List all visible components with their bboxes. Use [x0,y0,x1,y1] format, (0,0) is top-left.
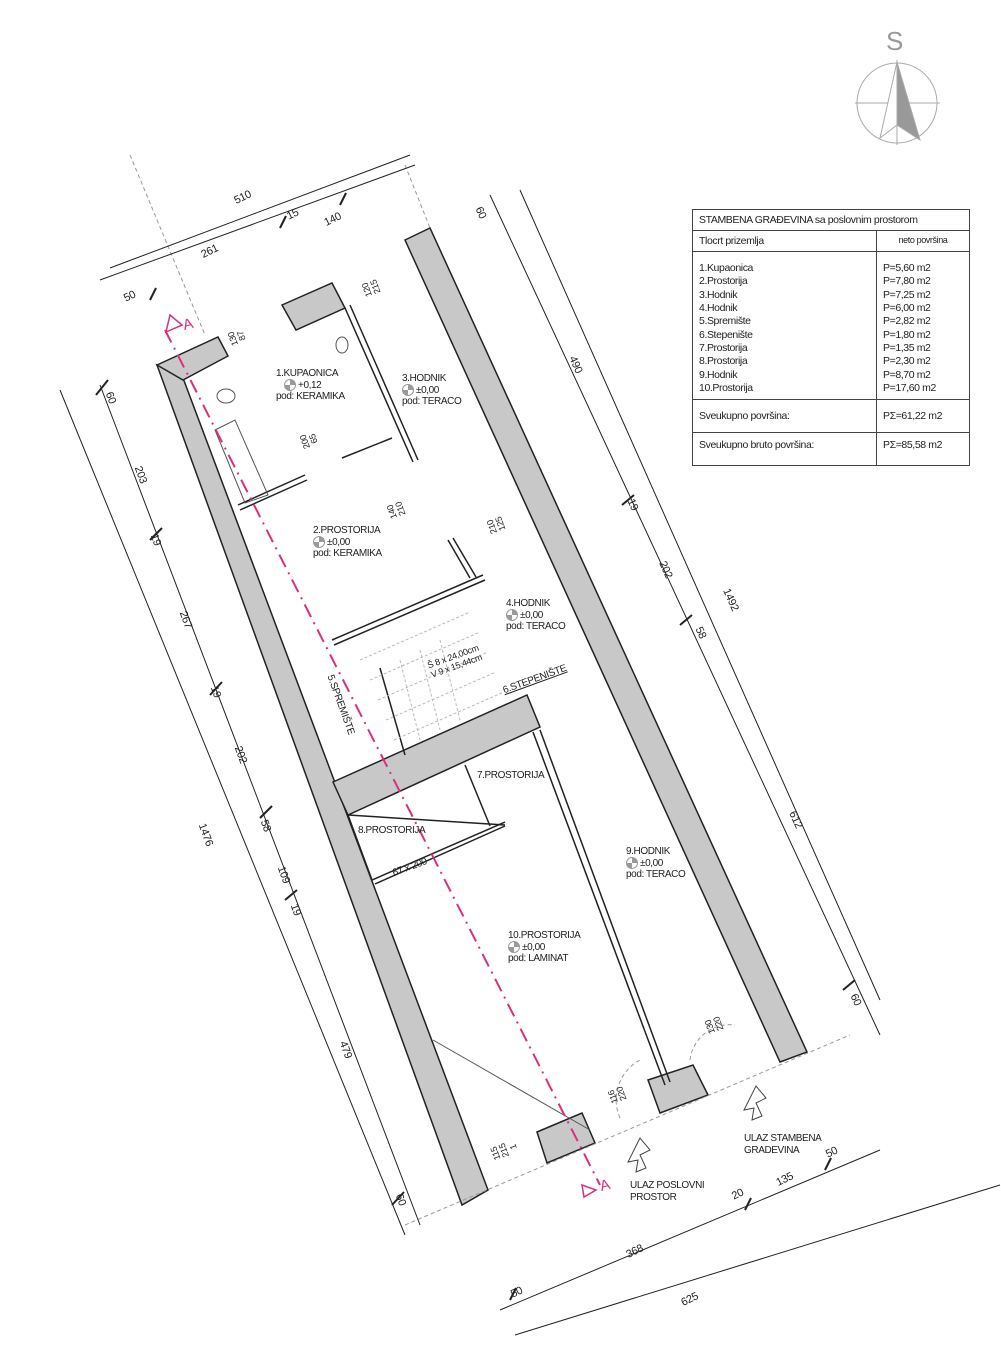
legend-room-area: P=5,60 m2 [883,262,931,274]
legend-room-name: 5.Spremište [699,315,751,328]
room-name: 1.KUPAONICA [276,368,339,379]
room-level: +0,12 [284,378,345,392]
legend-total-net-label: Sveukupno površina: [692,399,877,434]
room-name: 10.PROSTORIJA [508,930,581,941]
section-arrow-top-icon [164,313,184,334]
legend-room-name: 10.Prostorija [699,381,753,394]
room-name: 4.HODNIK [506,598,551,609]
legend-room-area: P=2,82 m2 [883,315,931,328]
top-mid-wall [280,282,347,331]
room-name: 2.PROSTORIJA [313,525,381,536]
area-legend-table: STAMBENA GRAĐEVINA sa poslovnim prostoro… [692,209,970,467]
top-left-wall [155,336,230,381]
legend-room-name: 6.Stepenište [699,328,753,341]
entry-line: ULAZ POSLOVNI [630,1180,705,1191]
room-level: ±0,00 [508,940,580,954]
legend-room-area: P=8,70 m2 [883,368,931,381]
walls [155,226,809,1207]
entry-arrow-business-icon [627,1137,651,1173]
legend-room-name: 7.Prostorija [699,341,748,354]
stair-treads [359,611,505,741]
room-floor: pod: KERAMIKA [313,548,382,559]
north-arrow-icon [855,60,940,145]
legend-room-name: 1.Kupaonica [699,262,753,274]
room-level: ±0,00 [506,608,565,622]
legend-room-area: P=1,35 m2 [883,341,931,354]
room-name: 9.HODNIK [626,846,671,857]
room-floor: pod: KERAMIKA [276,391,345,402]
room-8-label: 8.PROSTORIJA [358,825,426,836]
legend-col1: Tlocrt prizemlja [692,230,877,252]
right-wall [404,226,809,1063]
room-floor: pod: LAMINAT [508,953,569,964]
legend-room-name: 2.Prostorija [699,275,748,288]
section-arrow-bottom-icon [581,1183,598,1199]
legend-room-name: 3.Hodnik [699,288,738,301]
legend-room-area: P=1,80 m2 [883,328,931,341]
entry-line: GRADEVINA [744,1144,800,1156]
left-wall [155,363,489,1207]
legend-room-area: P=2,30 m2 [883,355,931,368]
legend-total-gross-label: Sveukupno bruto površina: [692,432,877,467]
room-level: ±0,00 [313,535,382,549]
entry-line: ULAZ STAMBENA [744,1133,822,1144]
section-line-a [164,329,601,1186]
legend-title: STAMBENA GRAĐEVINA sa poslovnim prostoro… [692,209,970,231]
cross-wall [332,693,541,816]
legend-room-name: 9.Hodnik [699,368,738,381]
entry-line: PROSTOR [630,1191,677,1203]
room-level: ±0,00 [402,383,461,397]
partitions [237,304,671,1086]
bathroom-fixtures [214,336,349,504]
compass-label: S [886,26,904,56]
room-floor: pod: TERACO [626,869,686,880]
room-floor: pod: TERACO [402,396,462,407]
legend-room-area: P=7,25 m2 [883,288,931,301]
legend-total-gross: PΣ=85,58 m2 [876,432,970,467]
legend-total-net: PΣ=61,22 m2 [876,399,970,434]
legend-room-area: P=6,00 m2 [883,301,931,314]
outline-dashed [129,154,851,1226]
front-pier-left [536,1112,596,1165]
entry-arrow-residential-icon [743,1085,767,1121]
legend-room-name: 8.Prostorija [699,355,748,368]
legend-room-name: 4.Hodnik [699,301,738,314]
room-floor: pod: TERACO [506,621,566,632]
dimension-lines [59,154,1001,1336]
legend-col2: neto površina [876,230,970,252]
front-pier-right [647,1064,710,1114]
room-level: ±0,00 [626,856,685,870]
room-7-label: 7.PROSTORIJA [477,770,545,781]
legend-room-area: P=7,80 m2 [883,275,931,288]
legend-room-area: P=17,60 m2 [883,381,936,394]
room-name: 3.HODNIK [402,373,447,384]
